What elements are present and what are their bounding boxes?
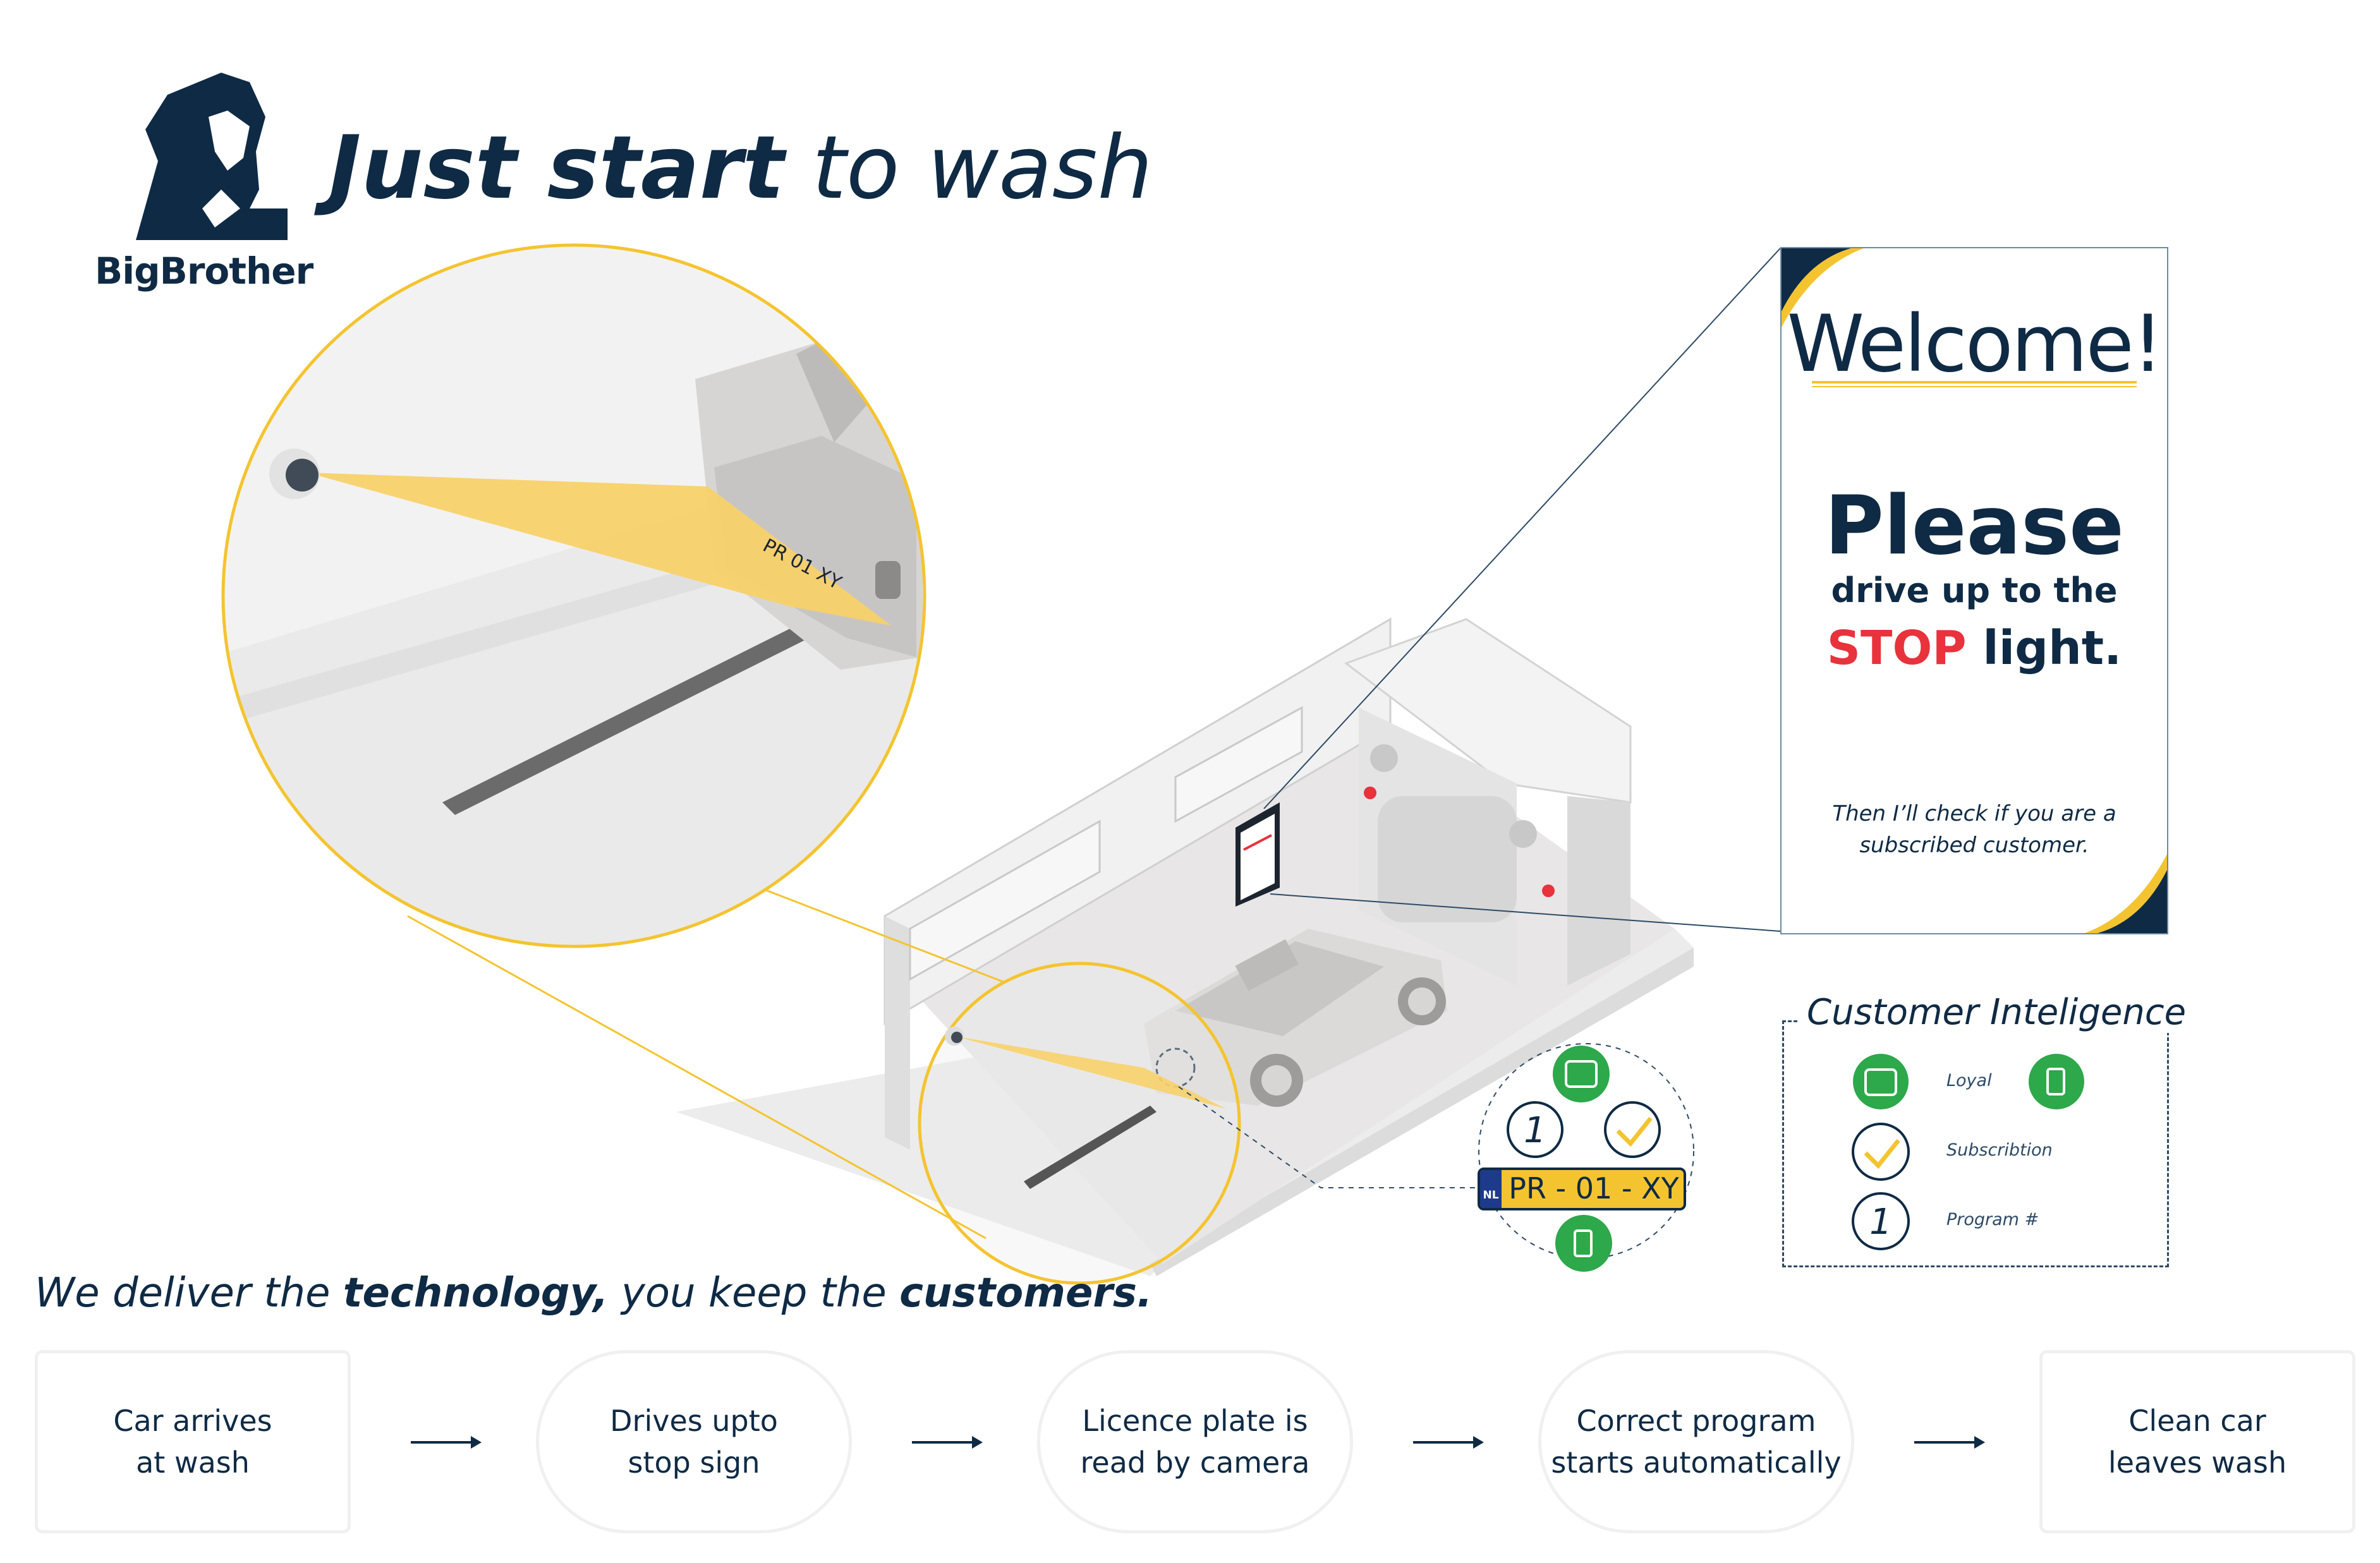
step-label: Drives upto stop sign	[610, 1404, 778, 1480]
wash-gantry	[1344, 618, 1632, 986]
light-word: light.	[1966, 621, 2122, 675]
step-car-arrives: Car arrives at wash	[35, 1350, 351, 1533]
tagline-strong2: customers.	[899, 1270, 1153, 1317]
panel-corner-decoration	[1782, 248, 2167, 933]
ci-car-wash-icon	[1853, 1054, 1909, 1109]
callout-line-top	[1263, 248, 1781, 809]
small-zoom-circle	[918, 962, 1241, 1285]
welcome-title: Welcome!	[1787, 299, 2164, 390]
tagline-part1: We deliver the	[35, 1270, 343, 1317]
stop-light-text: STOP light.	[1782, 621, 2167, 675]
please-text: Please	[1824, 479, 2124, 573]
tagline: We deliver the technology, you keep the …	[35, 1270, 1152, 1317]
step-car-leaves: Clean car leaves wash	[2039, 1350, 2355, 1533]
ci-checkmark-icon	[1852, 1123, 1910, 1181]
customer-intelligence-title: Customer Inteligence	[1798, 992, 2195, 1033]
step-label: Correct program starts automatically	[1551, 1404, 1842, 1480]
step-program-starts: Correct program starts automatically	[1538, 1350, 1854, 1533]
ci-label-loyal: Loyal	[1946, 1071, 1992, 1090]
ci-program-number-icon	[1852, 1192, 1910, 1250]
plate-info-cluster: 1	[1178, 1043, 1694, 1272]
step-arrows	[411, 1436, 1985, 1449]
car	[1144, 929, 1447, 1107]
program-number-text: 1	[1524, 1110, 1546, 1151]
checkmark-circle-icon	[1604, 1101, 1661, 1158]
eu-band	[1480, 1170, 1502, 1208]
plate-country-code: NL	[1483, 1189, 1499, 1202]
headline-rest: to wash	[784, 117, 1153, 219]
headline-strong: Just start	[329, 117, 784, 219]
welcome-tablet	[1236, 802, 1280, 907]
ci-fuel-pump-icon	[2029, 1054, 2084, 1109]
tunnel-wall	[883, 617, 1392, 1150]
ci-label-program: Program #	[1946, 1210, 2039, 1229]
ci-program-number-text: 1	[1869, 1202, 1892, 1243]
ci-label-subscription: Subscribtion	[1946, 1140, 2053, 1160]
drive-instruction: drive up to the	[1831, 570, 2118, 610]
bigbrother-logo-icon	[136, 73, 288, 240]
brand-name: BigBrother	[95, 250, 313, 293]
zoom-connector-bottom	[407, 915, 987, 1240]
step-label: Licence plate is read by camera	[1080, 1404, 1310, 1480]
headline: Just start to wash	[329, 117, 1153, 219]
car-wash-icon	[1553, 1046, 1610, 1102]
subscription-check-text: Then I’ll check if you are a subscribed …	[1832, 801, 2116, 858]
step-label: Car arrives at wash	[113, 1404, 272, 1480]
plate-number: PR - 01 - XY	[1509, 1171, 1679, 1205]
welcome-underline-thin	[1812, 386, 2137, 387]
callout-line-bottom	[1270, 893, 1781, 932]
step-drives-to-stop: Drives upto stop sign	[536, 1350, 852, 1533]
arrow-icon	[1413, 1436, 1484, 1449]
step-label: Clean car leaves wash	[2108, 1404, 2287, 1480]
step-plate-read: Licence plate is read by camera	[1037, 1350, 1353, 1533]
fuel-pump-icon	[1555, 1215, 1612, 1272]
arrow-icon	[1914, 1436, 1985, 1449]
large-zoom-circle: PR 01 XY	[221, 243, 926, 948]
tagline-part2: you keep the	[608, 1270, 900, 1317]
licence-plate: NL PR - 01 - XY	[1478, 1168, 1686, 1210]
welcome-underline	[1812, 381, 2137, 383]
program-number-icon	[1507, 1101, 1563, 1158]
stop-word: STOP	[1826, 621, 1967, 675]
ci-icons: 1	[1852, 1054, 2084, 1250]
arrow-icon	[411, 1436, 482, 1449]
arrow-icon	[912, 1436, 983, 1449]
tagline-strong1: technology,	[343, 1270, 609, 1317]
welcome-sign-panel: Welcome! Please drive up to the STOP lig…	[1780, 247, 2168, 934]
